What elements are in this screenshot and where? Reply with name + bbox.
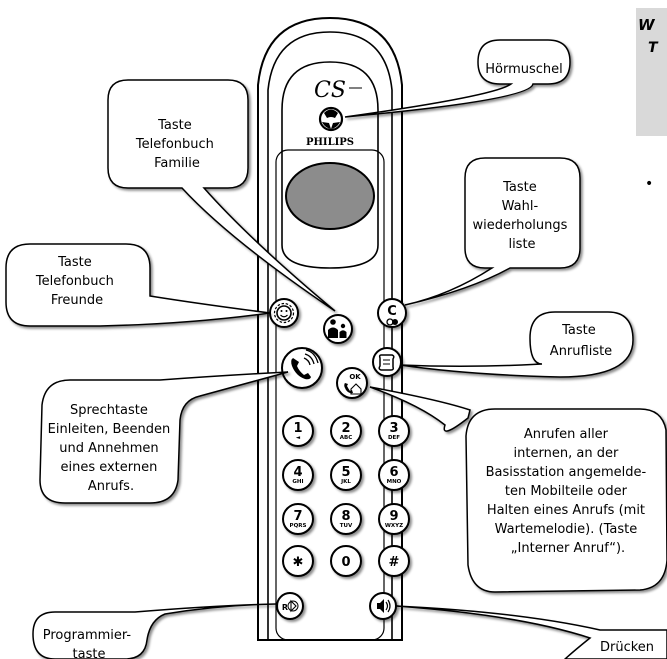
callout-anrufliste-text: Taste Anrufliste: [550, 323, 612, 359]
keypad-key-digit: ✱: [293, 555, 304, 570]
intercom-icon: OK: [344, 373, 362, 395]
family-phonebook-button[interactable]: [323, 314, 353, 344]
keypad-key-letters: ◄: [296, 435, 301, 441]
callout-intern-text: Anrufen aller internen, an der Basisstat…: [486, 427, 651, 556]
callout-sprechtaste: [39, 371, 289, 504]
info-box-title: W: [638, 16, 656, 34]
keypad-key-letters: PQRS: [290, 523, 307, 529]
keypad-key-circle[interactable]: [282, 459, 314, 491]
redial-c-button[interactable]: [377, 298, 407, 328]
c-key-label: C: [387, 304, 397, 319]
display-screen: [285, 162, 375, 230]
keypad-key-letters: MNO: [387, 479, 402, 485]
callout-programmier: [32, 603, 277, 659]
speaker-icon: [377, 599, 391, 613]
keypad-key-circle[interactable]: [378, 415, 410, 447]
family-icon: [328, 319, 347, 338]
callout-wahlwiederholung: [404, 157, 581, 306]
keypad-key-circle[interactable]: [282, 415, 314, 447]
keypad-key-letters: DEF: [388, 435, 400, 441]
handset-icon: [291, 349, 319, 380]
callout-freunde-text: Taste Telefonbuch Freunde: [35, 255, 118, 308]
keypad-key-circle[interactable]: [378, 503, 410, 535]
callout-anrufliste: [399, 311, 634, 378]
keypad-key-digit: 1: [293, 421, 302, 436]
cs-logo: CS: [314, 78, 346, 103]
keypad-key-digit: #: [389, 555, 400, 570]
info-box-bullet: •: [645, 176, 653, 192]
keypad-key-circle[interactable]: [330, 459, 362, 491]
keypad-key-circle[interactable]: [282, 503, 314, 535]
keypad-key-circle[interactable]: [330, 503, 362, 535]
keypad-key-digit: 6: [389, 465, 398, 480]
keypad-key-digit: 4: [293, 465, 302, 480]
keypad-key-digit: 8: [341, 509, 350, 524]
callout-wahlwiederholung-text: Taste Wahl- wiederholungs liste: [472, 180, 571, 252]
programming-r-button[interactable]: [276, 592, 304, 620]
talk-button[interactable]: [281, 347, 323, 389]
info-box-line: T: [648, 40, 659, 56]
r-key-label: R: [282, 603, 288, 612]
callout-hoermuschel: [344, 39, 571, 118]
callout-druecken: [395, 605, 667, 659]
scroll-list-icon: [378, 354, 395, 371]
keypad-key-11[interactable]: 0: [330, 545, 362, 577]
earpiece: [318, 106, 344, 132]
keypad-key-digit: 5: [341, 465, 350, 480]
keypad-key-letters: WXYZ: [385, 523, 403, 529]
partial-info-box: W T •: [636, 8, 667, 192]
callout-hoermuschel-text: Hörmuschel: [485, 62, 563, 77]
keypad-key-circle[interactable]: [330, 545, 362, 577]
intercom-ok-button[interactable]: [336, 367, 368, 399]
keypad-key-letters: TUV: [340, 523, 353, 529]
c-key-icon: C: [386, 304, 398, 326]
forward-arrow-icon: [287, 599, 299, 613]
keypad-key-1[interactable]: 1◄: [282, 415, 314, 447]
callout-druecken-text: Drücken: [600, 640, 654, 655]
brand-logo: PHILIPS: [306, 137, 354, 148]
keypad-key-digit: 7: [293, 509, 302, 524]
keypad-key-letters: GHI: [292, 479, 303, 485]
keypad-key-letters: JKL: [340, 479, 351, 485]
smiley-icon: [273, 302, 295, 324]
keypad-key-12[interactable]: #: [378, 545, 410, 577]
callout-familie-text: Taste Telefonbuch Familie: [135, 118, 218, 171]
keypad-key-circle[interactable]: [330, 415, 362, 447]
call-log-button[interactable]: [372, 347, 402, 377]
keypad-key-digit: 2: [341, 421, 350, 436]
callout-intern: [369, 386, 667, 593]
keypad-key-letters: ABC: [340, 435, 353, 441]
callout-familie: [107, 79, 336, 312]
ok-label: OK: [349, 373, 361, 381]
keypad-key-digit: 0: [341, 555, 350, 570]
keypad-key-circle[interactable]: [378, 545, 410, 577]
keypad-key-circle[interactable]: [282, 545, 314, 577]
keypad-key-digit: 3: [389, 421, 398, 436]
keypad-key-digit: 9: [389, 509, 398, 524]
keypad-key-circle[interactable]: [378, 459, 410, 491]
callout-programmier-text: Programmier- taste: [43, 628, 135, 659]
callout-freunde: [5, 243, 271, 327]
callout-sprechtaste-text: Sprechtaste Einleiten, Beenden und Anneh…: [48, 403, 175, 494]
keypad-key-10[interactable]: ✱: [282, 545, 314, 577]
